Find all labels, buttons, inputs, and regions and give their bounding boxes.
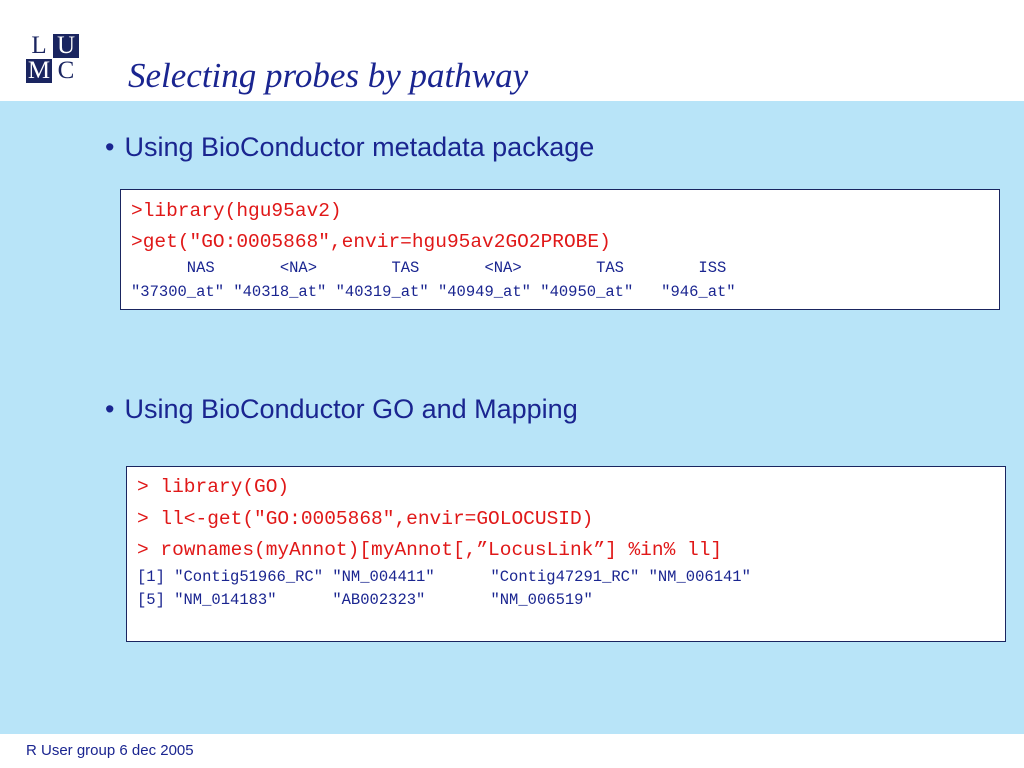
slide-header — [0, 0, 1024, 101]
footer-text: R User group 6 dec 2005 — [26, 742, 194, 759]
bullet-point-icon: • — [105, 132, 115, 162]
logo-letter-c: C — [53, 58, 79, 83]
code-output: [5] "NM_014183" "AB002323" "NM_006519" — [137, 591, 593, 609]
bullet-metadata-package: • Using BioConductor metadata package — [105, 132, 594, 163]
lumc-logo: L U M C — [26, 33, 80, 84]
bullet-go-mapping: • Using BioConductor GO and Mapping — [105, 394, 578, 425]
logo-letter-m: M — [26, 57, 52, 84]
bullet-text: Using BioConductor GO and Mapping — [124, 394, 578, 424]
bullet-point-icon: • — [105, 394, 115, 424]
bullet-text: Using BioConductor metadata package — [124, 132, 595, 162]
logo-letter-l: L — [26, 33, 52, 58]
code-command: >get("GO:0005868",envir=hgu95av2GO2PROBE… — [131, 231, 611, 253]
code-block-go-mapping: > library(GO) > ll<-get("GO:0005868",env… — [126, 466, 1006, 642]
code-block-metadata: >library(hgu95av2) >get("GO:0005868",env… — [120, 189, 1000, 310]
code-output: [1] "Contig51966_RC" "NM_004411" "Contig… — [137, 568, 751, 586]
code-command: > ll<-get("GO:0005868",envir=GOLOCUSID) — [137, 508, 594, 530]
code-command: > library(GO) — [137, 476, 290, 498]
code-command: > rownames(myAnnot)[myAnnot[,”LocusLink”… — [137, 539, 723, 561]
code-output: "37300_at" "40318_at" "40319_at" "40949_… — [131, 283, 736, 301]
code-output: NAS <NA> TAS <NA> TAS ISS — [131, 259, 727, 277]
slide-title: Selecting probes by pathway — [128, 56, 529, 95]
slide-footer — [0, 734, 1024, 768]
code-command: >library(hgu95av2) — [131, 200, 342, 222]
logo-letter-u: U — [53, 33, 79, 58]
